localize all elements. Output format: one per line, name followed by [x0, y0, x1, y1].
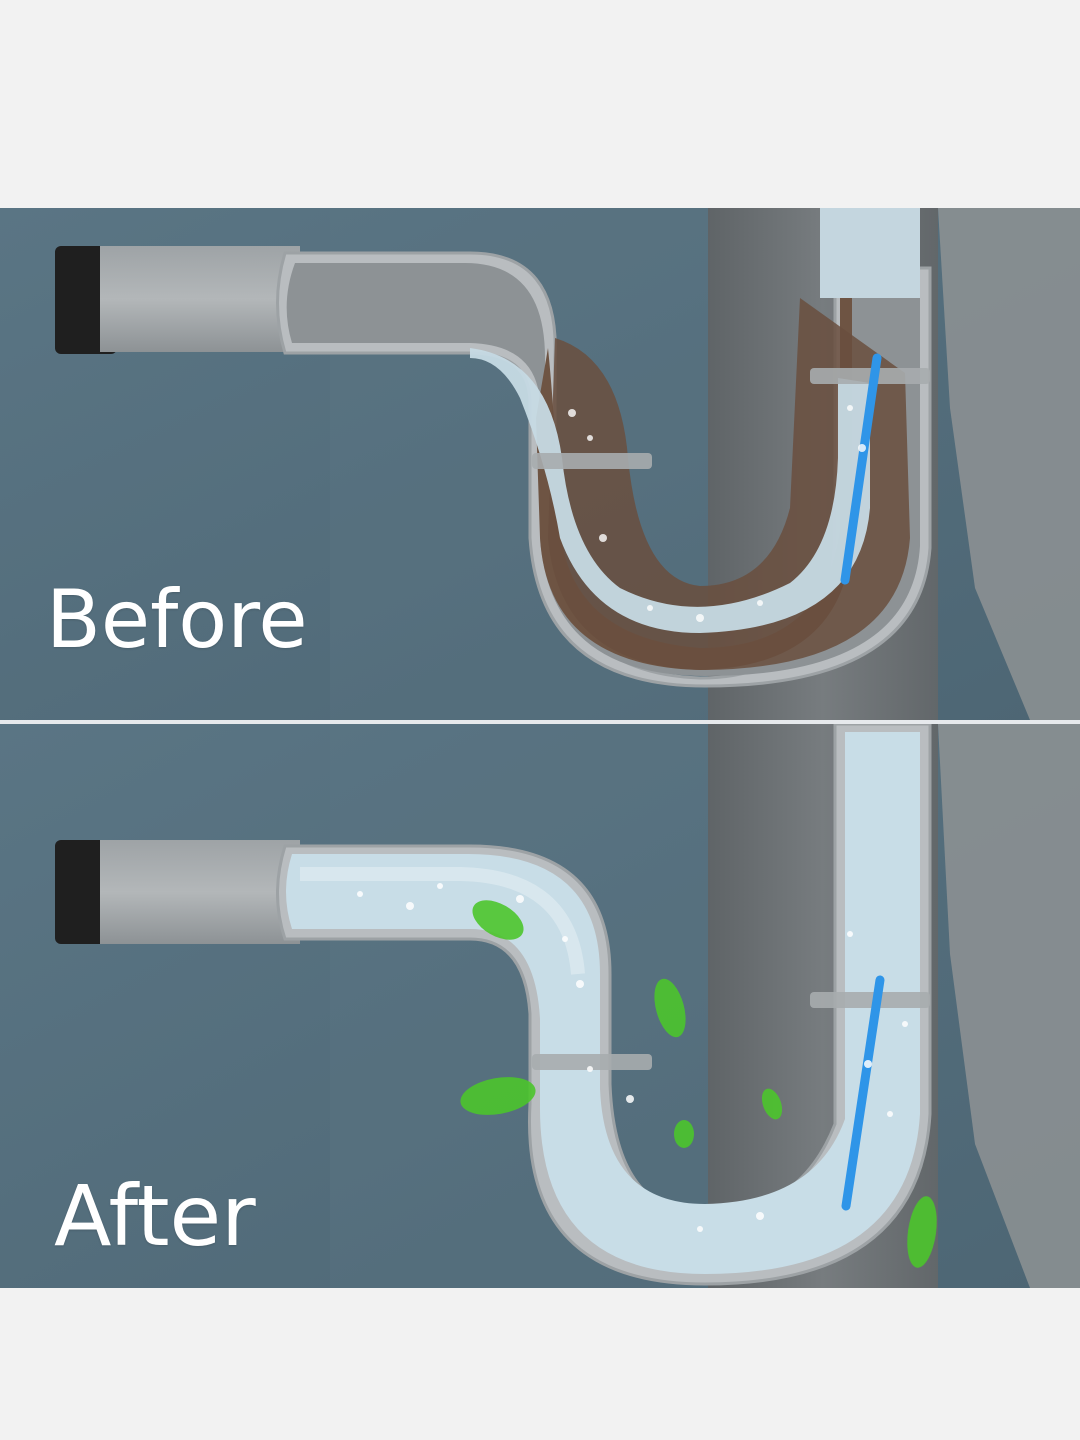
panel-divider	[0, 720, 1080, 724]
leaf-icon	[460, 1077, 536, 1115]
cleaning-stick	[840, 353, 882, 585]
before-drain-illustration	[0, 208, 1080, 720]
water-flow	[470, 348, 870, 633]
after-drain-illustration	[0, 724, 1080, 1288]
leaf-icon	[654, 978, 686, 1038]
leaf-icon	[472, 900, 524, 940]
cleaning-stick	[841, 975, 885, 1211]
leaf-icon	[761, 1088, 783, 1120]
leaf-icon	[907, 1196, 937, 1268]
bubble-icon	[568, 405, 866, 622]
before-panel: Before	[0, 208, 1080, 720]
before-label: Before	[46, 573, 308, 666]
after-label: After	[54, 1167, 256, 1265]
after-panel: After	[0, 724, 1080, 1288]
bubble-icon	[357, 883, 908, 1232]
leaf-icon	[674, 1120, 694, 1148]
